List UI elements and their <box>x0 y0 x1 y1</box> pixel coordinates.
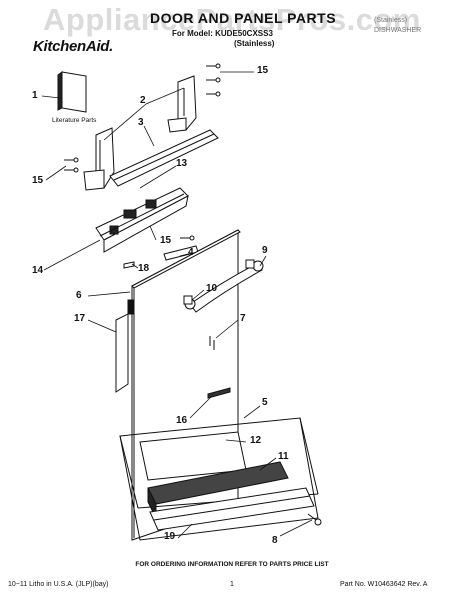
inner-liner-strip <box>115 313 129 393</box>
leader-lines <box>41 71 313 539</box>
callout-15-left: 15 <box>32 175 44 186</box>
brand-logo: KitchenAid. <box>33 38 114 55</box>
callout-16: 16 <box>176 415 188 426</box>
ordering-info: FOR ORDERING INFORMATION REFER TO PARTS … <box>135 561 329 568</box>
top-channel <box>109 129 219 187</box>
right-hinge-bracket <box>167 75 197 133</box>
callout-14: 14 <box>32 265 44 276</box>
callout-17: 17 <box>74 313 86 324</box>
kick-plate <box>149 487 315 531</box>
model-sub: (Stainless) <box>234 39 275 48</box>
callout-5: 5 <box>262 397 268 408</box>
callout-3: 3 <box>138 117 144 128</box>
small-bracket <box>123 261 135 269</box>
callout-9: 9 <box>262 245 268 256</box>
left-hinge-bracket <box>83 127 115 191</box>
latch-console-assembly <box>95 187 189 253</box>
insulation-block <box>147 461 289 519</box>
part-number: Part No. W10463642 Rev. A <box>340 581 428 588</box>
screw-cluster <box>64 63 221 241</box>
callout-19: 19 <box>164 531 176 542</box>
literature-parts-label: Literature Parts <box>52 117 97 124</box>
watermark: AppliancePartsPros.com <box>43 2 421 37</box>
callout-7: 7 <box>240 313 246 324</box>
callout-8: 8 <box>272 535 278 546</box>
callout-15-top: 15 <box>257 65 269 76</box>
callout-12: 12 <box>250 435 262 446</box>
literature-booklet <box>57 71 87 113</box>
corner-line-2: DISHWASHER <box>374 27 422 34</box>
callout-10: 10 <box>206 283 218 294</box>
callout-15-mid: 15 <box>160 235 172 246</box>
callout-13: 13 <box>176 158 188 169</box>
vent-slot <box>207 387 231 399</box>
page-number: 1 <box>230 581 234 588</box>
corner-line-1: (Stainless) <box>374 17 408 24</box>
callout-11: 11 <box>278 451 289 462</box>
callout-1: 1 <box>32 90 38 101</box>
callout-6: 6 <box>76 290 82 301</box>
callout-18: 18 <box>138 263 150 274</box>
model-line: For Model: KUDE50CXSS3 <box>172 29 273 38</box>
litho-line: 10−11 Litho in U.S.A. (JLP)(bay) <box>8 581 109 588</box>
callout-2: 2 <box>140 95 146 106</box>
page-title: DOOR AND PANEL PARTS <box>150 10 337 26</box>
callout-4: 4 <box>188 247 194 258</box>
kick-plate-screw <box>307 513 322 526</box>
